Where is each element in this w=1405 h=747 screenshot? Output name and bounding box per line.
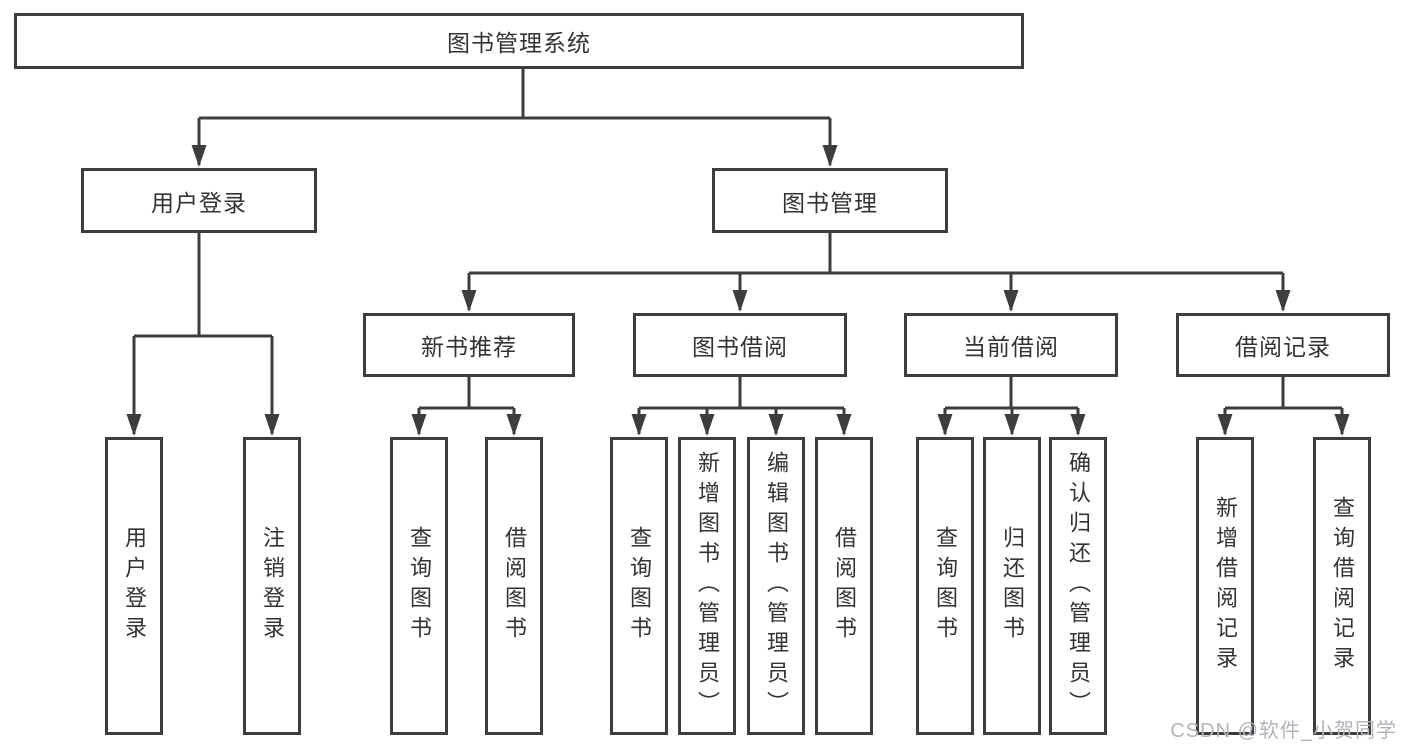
node-label: 图书管理 bbox=[782, 189, 878, 216]
leaf-add-book-admin: 新增图书（管理员） bbox=[678, 437, 736, 735]
node-label: 借阅图书 bbox=[832, 526, 857, 646]
node-current-borrow: 当前借阅 bbox=[904, 313, 1118, 377]
node-user-login: 用户登录 bbox=[81, 168, 317, 233]
node-label: 归还图书 bbox=[1000, 526, 1025, 646]
node-book-management: 图书管理 bbox=[712, 168, 948, 233]
node-label: 用户登录 bbox=[122, 526, 147, 646]
node-label: 新增图书（管理员） bbox=[695, 451, 720, 721]
node-label: 图书管理系统 bbox=[447, 30, 591, 56]
leaf-query-borrow-record: 查询借阅记录 bbox=[1313, 437, 1371, 735]
leaf-return-books: 归还图书 bbox=[983, 437, 1041, 735]
node-label: 当前借阅 bbox=[963, 334, 1059, 360]
leaf-query-books-recommend: 查询图书 bbox=[390, 437, 448, 735]
node-root-library-system: 图书管理系统 bbox=[14, 13, 1024, 69]
leaf-borrow-books: 借阅图书 bbox=[815, 437, 873, 735]
csdn-watermark: CSDN @软件_小贺同学 bbox=[1170, 720, 1397, 742]
leaf-logout: 注销登录 bbox=[243, 437, 301, 735]
leaf-query-books-borrow: 查询图书 bbox=[610, 437, 668, 735]
node-label: 查询图书 bbox=[407, 526, 432, 646]
leaf-query-books-current: 查询图书 bbox=[916, 437, 974, 735]
node-label: 借阅图书 bbox=[502, 526, 527, 646]
node-borrow-records: 借阅记录 bbox=[1176, 313, 1390, 377]
node-label: 查询借阅记录 bbox=[1330, 496, 1355, 676]
node-label: 新书推荐 bbox=[421, 334, 517, 360]
node-label: 图书借阅 bbox=[692, 334, 788, 360]
leaf-edit-book-admin: 编辑图书（管理员） bbox=[747, 437, 805, 735]
node-label: 注销登录 bbox=[260, 526, 285, 646]
node-label: 查询图书 bbox=[933, 526, 958, 646]
leaf-borrow-books-recommend: 借阅图书 bbox=[485, 437, 543, 735]
node-label: 新增借阅记录 bbox=[1213, 496, 1238, 676]
node-label: 借阅记录 bbox=[1235, 334, 1331, 360]
node-new-book-recommend: 新书推荐 bbox=[363, 313, 575, 377]
node-label: 编辑图书（管理员） bbox=[764, 451, 789, 721]
node-book-borrow: 图书借阅 bbox=[633, 313, 847, 377]
leaf-confirm-return-admin: 确认归还（管理员） bbox=[1049, 437, 1107, 735]
leaf-add-borrow-record: 新增借阅记录 bbox=[1196, 437, 1254, 735]
node-label: 查询图书 bbox=[627, 526, 652, 646]
node-label: 用户登录 bbox=[151, 189, 247, 216]
leaf-user-login: 用户登录 bbox=[105, 437, 163, 735]
node-label: 确认归还（管理员） bbox=[1066, 451, 1091, 721]
